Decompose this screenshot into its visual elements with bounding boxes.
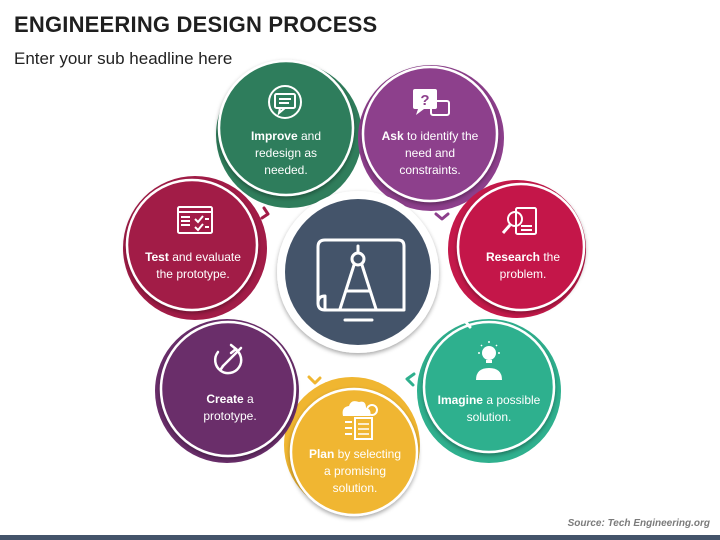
compass-blueprint-icon bbox=[316, 238, 406, 322]
step-create-rest: a prototype. bbox=[203, 392, 257, 423]
step-plan-bold: Plan bbox=[308, 447, 335, 461]
step-test-rest: and evaluate the prototype. bbox=[156, 250, 241, 281]
step-improve-rest: and redesign as needed. bbox=[254, 129, 322, 177]
chevron-test-improve bbox=[260, 206, 270, 220]
step-plan-text: Plan by selecting a promising solution. bbox=[306, 446, 404, 497]
magnifier-document-icon bbox=[501, 207, 537, 235]
step-ask-rest: to identify the need and constraints. bbox=[399, 129, 479, 177]
step-imagine-bold: Imagine bbox=[437, 393, 483, 407]
chat-refresh-icon bbox=[268, 85, 302, 119]
circle-plan bbox=[289, 387, 419, 517]
lightbulb-person-icon bbox=[476, 341, 502, 380]
step-imagine-rest: a possible solution. bbox=[466, 393, 541, 424]
flow-chevrons bbox=[250, 173, 473, 387]
step-ask-text: Ask to identify the need and constraints… bbox=[380, 128, 480, 179]
chevron-ask-research bbox=[434, 212, 450, 221]
step-ask-bold: Ask bbox=[381, 129, 404, 143]
chevron-research-imagine bbox=[463, 314, 473, 329]
svg-text:?: ? bbox=[420, 92, 429, 109]
chevron-create-test bbox=[250, 311, 265, 320]
pencil-circle-icon bbox=[213, 343, 243, 375]
step-improve-text: Improve and redesign as needed. bbox=[236, 128, 336, 179]
circle-research bbox=[456, 182, 586, 312]
page-subtitle: Enter your sub headline here bbox=[14, 49, 233, 68]
step-create-text: Create a prototype. bbox=[190, 391, 270, 425]
bottom-bar bbox=[0, 535, 720, 540]
step-research-rest: the problem. bbox=[499, 250, 561, 281]
circle-imagine bbox=[422, 320, 556, 454]
chevron-plan-create bbox=[307, 375, 322, 385]
center-hub bbox=[277, 191, 439, 353]
circle-ask bbox=[361, 65, 499, 203]
step-imagine-text: Imagine a possible solution. bbox=[434, 392, 544, 426]
step-research-bold: Research bbox=[485, 250, 541, 264]
chevron-improve-ask bbox=[350, 173, 359, 189]
checklist-icon bbox=[177, 206, 213, 234]
chevron-imagine-plan bbox=[405, 372, 416, 387]
step-circles bbox=[125, 59, 586, 517]
circle-improve bbox=[217, 59, 355, 197]
step-test-text: Test and evaluate the prototype. bbox=[140, 249, 246, 283]
source-credit: Source: Tech Engineering.org bbox=[567, 518, 710, 529]
step-improve-bold: Improve bbox=[250, 129, 298, 143]
step-create-bold: Create bbox=[206, 392, 244, 406]
cloud-gear-icon bbox=[342, 401, 378, 440]
step-test-bold: Test bbox=[145, 250, 169, 264]
circle-create bbox=[159, 320, 297, 458]
question-chat-icon: ? bbox=[413, 89, 450, 116]
step-plan-rest: by selecting a promising solution. bbox=[323, 447, 402, 495]
center-circle bbox=[285, 199, 431, 345]
circle-test bbox=[125, 178, 259, 312]
step-research-text: Research the problem. bbox=[476, 249, 570, 283]
page-title: ENGINEERING DESIGN PROCESS bbox=[14, 12, 378, 37]
